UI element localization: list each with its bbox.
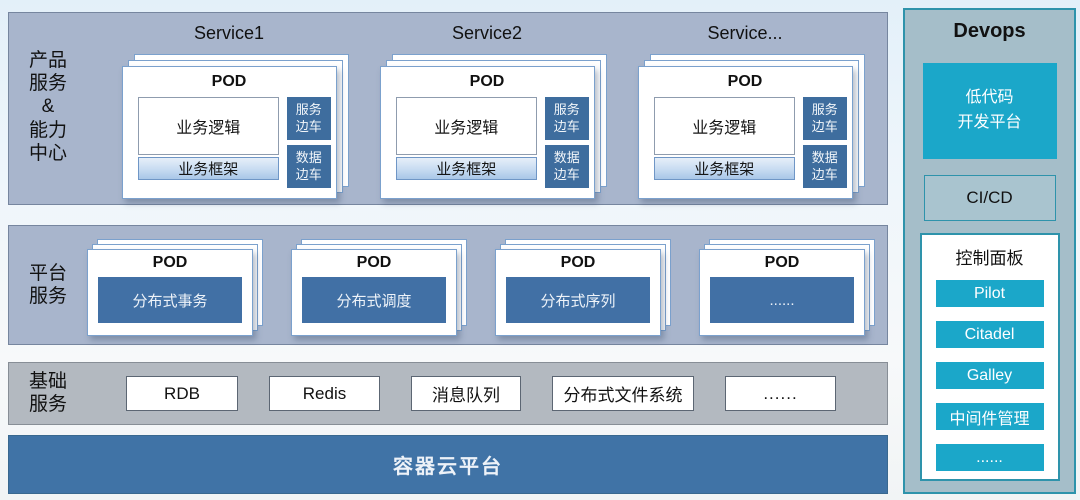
control-panel-buttons: Pilot Citadel Galley 中间件管理 ...... [922, 280, 1058, 471]
pilot-button: Pilot [935, 280, 1044, 307]
pod-title: POD [211, 73, 247, 90]
service-group-2: Service2 POD 业务逻辑 业务框架 服务 边车 数据 边车 [371, 23, 603, 204]
infra-item-more: ...... [725, 376, 836, 411]
platform-pod-stack-1: POD 分布式事务 [87, 249, 253, 336]
data-sidecar-box: 数据 边车 [286, 145, 331, 188]
citadel-button: Citadel [935, 321, 1044, 348]
pod-card: POD ...... [699, 249, 865, 336]
distributed-scheduler-box: 分布式调度 [302, 277, 446, 323]
control-panel-box: 控制面板 Pilot Citadel Galley 中间件管理 ...... [919, 233, 1060, 481]
infra-item-redis: Redis [269, 376, 380, 411]
services-row: Service1 POD 业务逻辑 业务框架 服务 边车 数据 边车 [87, 13, 887, 204]
service-group-3: Service... POD 业务逻辑 业务框架 服务 边车 数据 边车 [629, 23, 861, 204]
service-title: Service... [707, 23, 783, 43]
business-framework-box: 业务框架 [137, 157, 279, 180]
service-title: Service2 [451, 23, 523, 43]
pod-card: POD 业务逻辑 业务框架 服务 边车 数据 边车 [121, 66, 337, 199]
pod-title: POD [469, 73, 505, 90]
pod-title: POD [764, 254, 800, 271]
container-bar-label: 容器云平台 [393, 456, 503, 478]
pod-card: POD 分布式事务 [87, 249, 253, 336]
distributed-sequence-box: 分布式序列 [506, 277, 650, 323]
pod-card: POD 分布式调度 [291, 249, 457, 336]
infrastructure-band: 基础 服务 RDB Redis 消息队列 分布式文件系统 ...... [8, 362, 888, 425]
cicd-box: CI/CD [923, 175, 1056, 221]
pod-card: POD 业务逻辑 业务框架 服务 边车 数据 边车 [637, 66, 853, 199]
pod-stack: POD 业务逻辑 业务框架 服务 边车 数据 边车 [637, 66, 853, 199]
lowcode-platform-box: 低代码 开发平台 [922, 63, 1057, 159]
pod-title: POD [560, 254, 596, 271]
distributed-transaction-box: 分布式事务 [98, 277, 242, 323]
platform-pods-row: POD 分布式事务 POD 分布式调度 POD 分布式序列 POD ...... [87, 226, 887, 344]
middleware-management-button: 中间件管理 [935, 403, 1044, 430]
business-framework-box: 业务框架 [653, 157, 795, 180]
platform-pod-stack-3: POD 分布式序列 [495, 249, 661, 336]
platform-pod-stack-2: POD 分布式调度 [291, 249, 457, 336]
infra-band-label: 基础 服务 [28, 371, 67, 416]
pod-title: POD [727, 73, 763, 90]
product-band-label: 产品 服务 & 能力 中心 [28, 50, 67, 164]
service-sidecar-box: 服务 边车 [544, 97, 589, 140]
platform-pod-stack-4: POD ...... [699, 249, 865, 336]
more-button: ...... [935, 444, 1044, 471]
product-capability-band: 产品 服务 & 能力 中心 Service1 POD 业务逻辑 业务框架 服务 … [8, 12, 888, 205]
pod-title: POD [356, 254, 392, 271]
pod-card: POD 分布式序列 [495, 249, 661, 336]
pod-card: POD 业务逻辑 业务框架 服务 边车 数据 边车 [379, 66, 595, 199]
infra-item-message-queue: 消息队列 [411, 376, 521, 411]
business-logic-box: 业务逻辑 [137, 97, 279, 155]
pod-title: POD [152, 254, 188, 271]
service-title: Service1 [193, 23, 265, 43]
infra-items-row: RDB Redis 消息队列 分布式文件系统 ...... [87, 363, 887, 424]
service-group-1: Service1 POD 业务逻辑 业务框架 服务 边车 数据 边车 [113, 23, 345, 204]
galley-button: Galley [935, 362, 1044, 389]
pod-stack: POD 业务逻辑 业务框架 服务 边车 数据 边车 [379, 66, 595, 199]
business-logic-box: 业务逻辑 [395, 97, 537, 155]
platform-band-label: 平台 服务 [28, 263, 67, 308]
business-logic-box: 业务逻辑 [653, 97, 795, 155]
service-sidecar-box: 服务 边车 [802, 97, 847, 140]
devops-title: Devops [953, 20, 1026, 42]
business-framework-box: 业务框架 [395, 157, 537, 180]
more-services-box: ...... [710, 277, 854, 323]
control-panel-title: 控制面板 [955, 249, 1024, 268]
platform-services-band: 平台 服务 POD 分布式事务 POD 分布式调度 POD 分布式序列 POD … [8, 225, 888, 345]
data-sidecar-box: 数据 边车 [802, 145, 847, 188]
pod-stack: POD 业务逻辑 业务框架 服务 边车 数据 边车 [121, 66, 337, 199]
data-sidecar-box: 数据 边车 [544, 145, 589, 188]
container-cloud-platform-bar: 容器云平台 [8, 435, 888, 494]
service-sidecar-box: 服务 边车 [286, 97, 331, 140]
devops-panel: Devops 低代码 开发平台 CI/CD 控制面板 Pilot Citadel… [903, 8, 1076, 494]
infra-item-distributed-fs: 分布式文件系统 [552, 376, 694, 411]
infra-item-rdb: RDB [126, 376, 238, 411]
